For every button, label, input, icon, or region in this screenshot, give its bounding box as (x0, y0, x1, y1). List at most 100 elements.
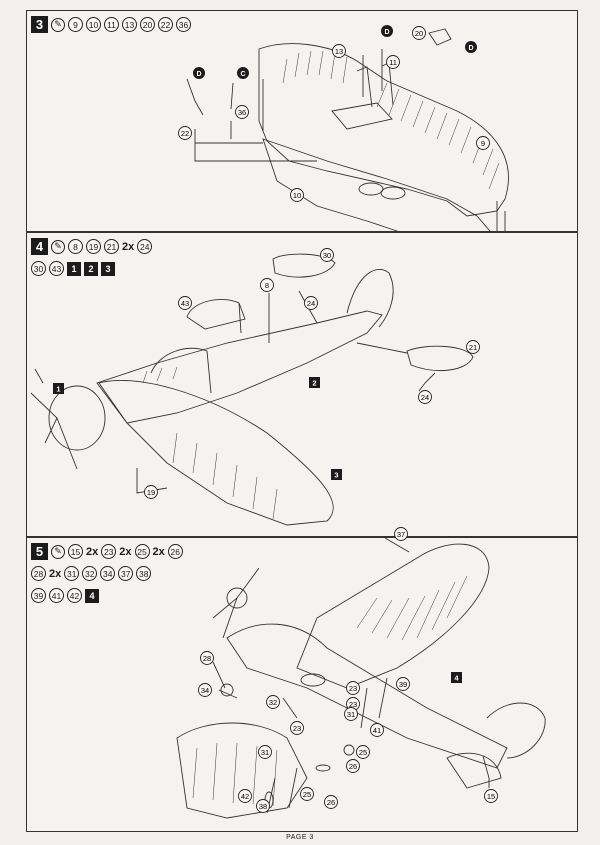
svg-text:13: 13 (335, 47, 343, 56)
part-callout: 25 (356, 745, 370, 759)
part-callout: 38 (256, 799, 270, 813)
part-number: 21 (104, 239, 119, 254)
step-5-callouts: 37 28 34 32 23 23 31 39 41 4 23 25 26 31… (198, 527, 498, 813)
svg-text:25: 25 (359, 748, 367, 757)
part-number: 10 (86, 17, 101, 32)
part-callout: 24 (418, 390, 432, 404)
svg-text:22: 22 (181, 129, 189, 138)
glue-icon: ✎ (51, 239, 65, 254)
quantity-multiplier: 2x (122, 240, 135, 253)
svg-text:23: 23 (349, 684, 357, 693)
marker-d: D (193, 67, 205, 79)
svg-text:4: 4 (454, 674, 459, 683)
svg-text:37: 37 (397, 530, 405, 539)
step-3-drawing: 22 36 13 11 20 9 10 D C D D (178, 25, 509, 269)
part-number: 23 (101, 544, 117, 559)
part-callout: 20 (412, 26, 426, 40)
step-3-markers: D C D D (193, 25, 477, 79)
part-number: 41 (49, 588, 64, 603)
svg-text:10: 10 (293, 191, 301, 200)
svg-text:24: 24 (421, 393, 429, 402)
svg-text:9: 9 (481, 139, 485, 148)
part-number: 28 (31, 566, 46, 581)
part-callout: 31 (258, 745, 272, 759)
svg-text:42: 42 (241, 792, 249, 801)
part-callout: 32 (266, 695, 280, 709)
svg-text:11: 11 (389, 58, 397, 67)
part-callout: 28 (200, 651, 214, 665)
part-number: 43 (49, 261, 64, 276)
svg-text:39: 39 (399, 680, 407, 689)
svg-text:26: 26 (327, 798, 335, 807)
part-number: 26 (167, 544, 183, 559)
svg-text:43: 43 (181, 299, 189, 308)
svg-text:D: D (468, 45, 473, 52)
step-number: 3 (31, 16, 48, 33)
part-callout: 24 (304, 296, 318, 310)
quantity-multiplier: 2x (119, 545, 132, 558)
part-number: 42 (67, 588, 82, 603)
svg-text:19: 19 (147, 488, 155, 497)
part-callout: 15 (484, 789, 498, 803)
part-callout: 9 (476, 136, 490, 150)
svg-text:23: 23 (349, 700, 357, 709)
part-callout: 23 (346, 681, 360, 695)
part-callout: 43 (178, 296, 192, 310)
assembly-marker: 2 (84, 261, 98, 276)
part-callout: 13 (332, 44, 346, 58)
part-number: 38 (136, 566, 152, 581)
step-number: 4 (31, 238, 48, 255)
part-callout: 25 (300, 787, 314, 801)
part-number: 9 (68, 17, 83, 32)
svg-text:1: 1 (56, 385, 60, 394)
part-callout: 36 (235, 105, 249, 119)
svg-text:31: 31 (261, 748, 269, 757)
part-number: 34 (100, 566, 116, 581)
glue-icon: ✎ (51, 17, 65, 32)
svg-text:41: 41 (373, 726, 381, 735)
part-number: 36 (176, 17, 191, 32)
part-number: 15 (68, 544, 83, 559)
marker-d: D (465, 41, 477, 53)
assembly-marker: 4 (85, 588, 99, 603)
svg-text:24: 24 (307, 299, 315, 308)
part-number: 8 (68, 239, 83, 254)
step-4-drawing: 30 8 24 43 1 2 21 24 19 3 (30, 248, 480, 526)
page-number: PAGE 3 (286, 834, 314, 841)
assembly-callout: 3 (331, 469, 342, 480)
quantity-multiplier: 2x (86, 545, 99, 558)
part-callout: 21 (466, 340, 480, 354)
assembly-marker: 3 (101, 261, 115, 276)
part-callout: 34 (198, 683, 212, 697)
svg-text:20: 20 (415, 29, 423, 38)
assembly-marker: 1 (67, 261, 81, 276)
part-callout: 31 (344, 707, 358, 721)
part-number: 32 (82, 566, 98, 581)
part-callout: 30 (320, 248, 334, 262)
part-number: 39 (31, 588, 46, 603)
part-callout: 11 (386, 55, 400, 69)
part-number: 37 (118, 566, 134, 581)
part-callout: 10 (290, 188, 304, 202)
part-callout: 41 (370, 723, 384, 737)
part-number: 30 (31, 261, 46, 276)
part-callout: 19 (144, 485, 158, 499)
svg-text:32: 32 (269, 698, 277, 707)
part-callout: 42 (238, 789, 252, 803)
svg-text:21: 21 (469, 343, 477, 352)
part-number: 11 (104, 17, 119, 32)
svg-text:31: 31 (347, 710, 355, 719)
quantity-multiplier: 2x (152, 545, 165, 558)
step-3-callouts: 22 36 13 11 20 9 10 (178, 26, 490, 202)
part-callout: 26 (324, 795, 338, 809)
svg-text:C: C (240, 71, 245, 78)
marker-c: C (237, 67, 249, 79)
part-number: 13 (122, 17, 137, 32)
step-number: 5 (31, 543, 48, 560)
assembly-callout: 1 (53, 383, 64, 394)
